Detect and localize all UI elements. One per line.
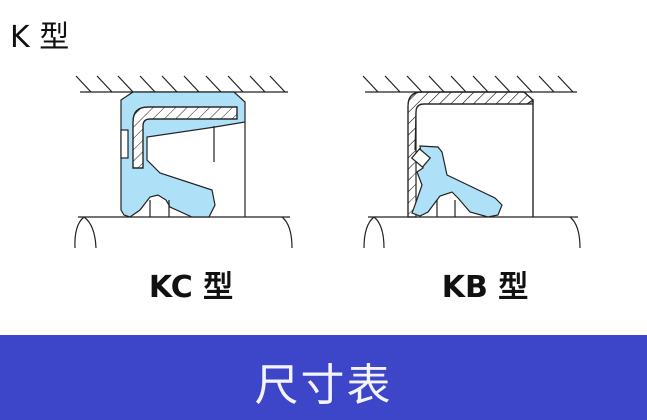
spring-section — [410, 148, 432, 168]
rubber-body — [120, 91, 246, 218]
spring-section — [120, 129, 129, 159]
page-title: K 型 — [10, 20, 70, 55]
kb-seal-diagram — [362, 75, 581, 249]
housing-hatch — [362, 75, 577, 93]
rubber-lip — [411, 145, 503, 218]
kc-type-label: KC 型 — [148, 270, 234, 305]
shaft — [363, 216, 581, 249]
housing-hatch — [75, 75, 288, 93]
shaft — [74, 216, 293, 249]
kb-type-label: KB 型 — [441, 270, 529, 305]
banner-text: 尺寸表 — [254, 360, 393, 411]
dimension-table-banner[interactable]: 尺寸表 — [0, 335, 647, 420]
kc-seal-diagram — [74, 75, 293, 249]
seal-diagrams — [74, 75, 581, 249]
